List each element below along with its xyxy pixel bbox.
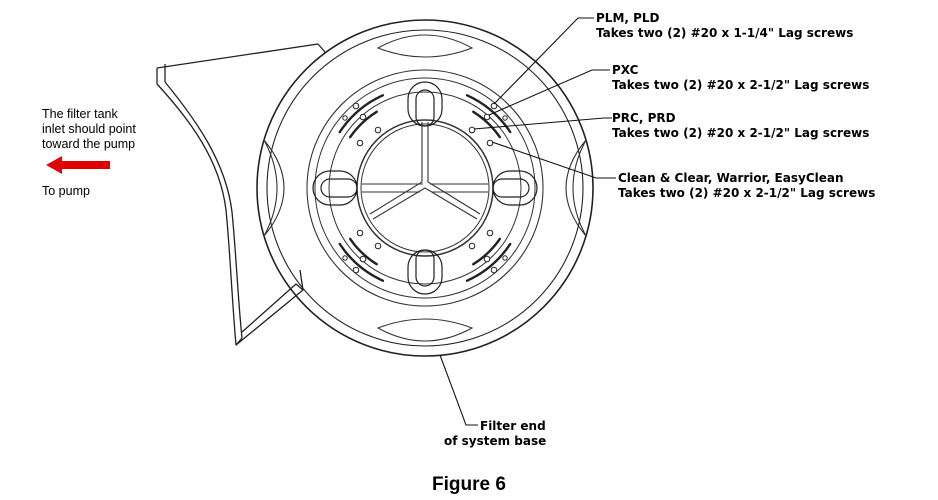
leader-prc-prd	[473, 117, 612, 130]
leader-lines	[439, 17, 616, 426]
slots	[338, 94, 512, 282]
callout-title: PXC	[612, 63, 639, 77]
inlet-note-line1: The filter tank	[42, 107, 118, 121]
leader-plm-pld	[493, 17, 594, 105]
callout-title: PRC, PRD	[612, 111, 676, 125]
figure-caption: Figure 6	[432, 474, 506, 495]
left-arrow-icon	[46, 156, 110, 174]
callout-detail: Takes two (2) #20 x 1-1/4" Lag screws	[596, 26, 854, 40]
callout-prc-prd: PRC, PRD Takes two (2) #20 x 2-1/2" Lag …	[612, 111, 869, 141]
inlet-note-line3: toward the pump	[42, 137, 136, 151]
callout-title: Clean & Clear, Warrior, EasyClean	[618, 171, 844, 185]
callout-clean-clear: Clean & Clear, Warrior, EasyClean Takes …	[618, 171, 875, 201]
callout-detail: Takes two (2) #20 x 2-1/2" Lag screws	[612, 78, 870, 92]
base-label: Filter end of system base	[444, 419, 546, 449]
callout-title: PLM, PLD	[596, 11, 660, 25]
base-label-line2: of system base	[444, 434, 547, 448]
leader-base	[439, 354, 478, 426]
screw-holes	[342, 102, 508, 274]
outer-rings	[256, 19, 594, 357]
callout-plm-pld: PLM, PLD Takes two (2) #20 x 1-1/4" Lag …	[596, 11, 853, 41]
inlet-note-line2: inlet should point	[42, 122, 136, 136]
inlet-note: The filter tank inlet should point towar…	[42, 107, 136, 152]
to-pump-label: To pump	[42, 184, 90, 198]
leader-clean-clear	[491, 141, 616, 179]
leader-pxc	[488, 69, 610, 116]
callout-detail: Takes two (2) #20 x 2-1/2" Lag screws	[612, 126, 870, 140]
base-label-line1: Filter end	[480, 419, 546, 433]
base-extension	[156, 43, 326, 346]
callout-detail: Takes two (2) #20 x 2-1/2" Lag screws	[618, 186, 876, 200]
cross-slots	[312, 81, 538, 295]
center-spokes	[362, 122, 488, 220]
callout-pxc: PXC Takes two (2) #20 x 2-1/2" Lag screw…	[612, 63, 869, 93]
